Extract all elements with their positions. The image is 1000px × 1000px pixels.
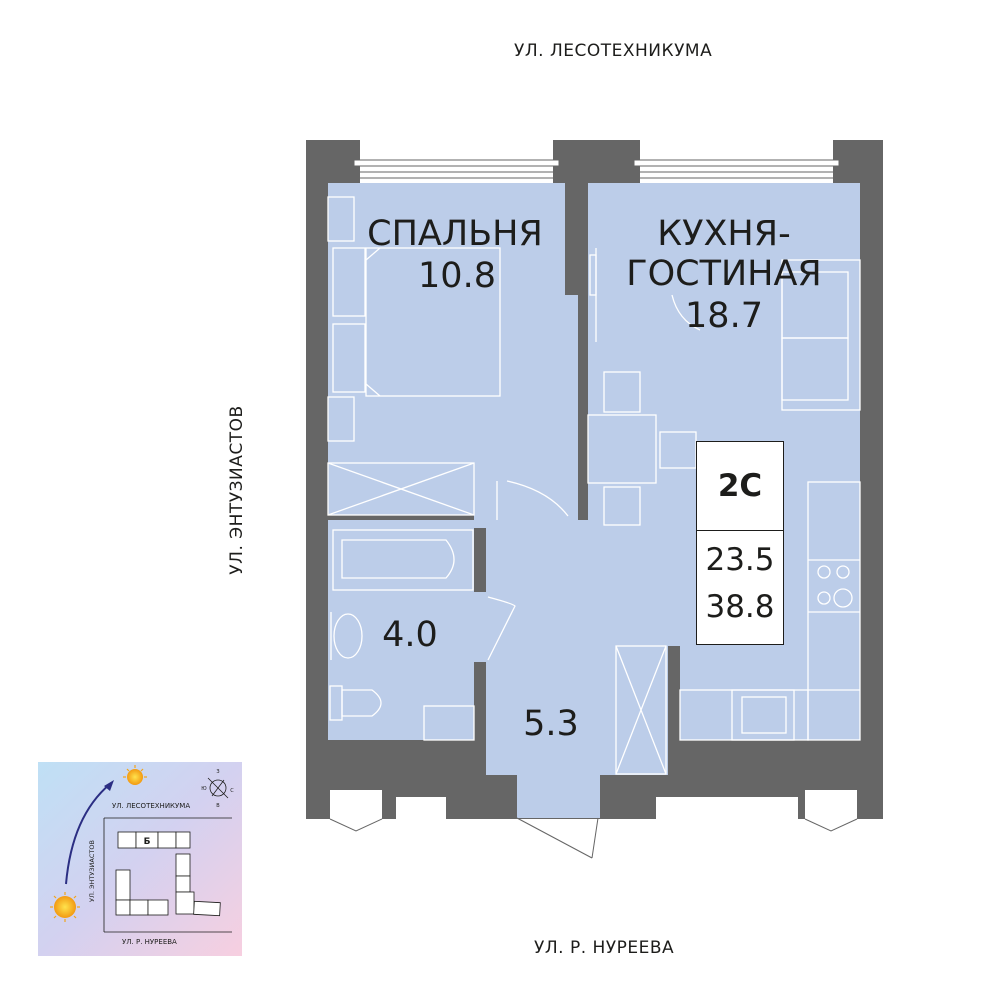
compass-icon (207, 777, 229, 799)
bottom-window-left (329, 790, 446, 832)
apartment-floor (328, 183, 860, 818)
total-area: 38.8 (705, 589, 775, 625)
sun-icon-bottom (50, 892, 80, 922)
mini-buildings (115, 831, 221, 917)
kitchen-area: 18.7 (685, 296, 763, 336)
living-area: 23.5 (705, 542, 775, 578)
compass-w: Ю (201, 786, 207, 792)
mini-street-left: УЛ. ЭНТУЗИАСТОВ (88, 840, 96, 902)
apartment-code: 2С (697, 442, 783, 531)
window-kitchen (633, 140, 840, 183)
kitchen-name-line1: КУХНЯ- (657, 214, 790, 254)
toilet (341, 689, 382, 717)
bathtub (332, 529, 474, 591)
street-bottom-label: УЛ. Р. НУРЕЕВА (534, 938, 675, 958)
bottom-window-right (656, 790, 858, 832)
bathroom-area: 4.0 (382, 615, 438, 655)
compass-e: С (230, 788, 234, 794)
bedroom-name: СПАЛЬНЯ (367, 214, 543, 254)
dining-table (587, 414, 657, 484)
bedroom-area: 10.8 (418, 256, 496, 296)
street-top-label: УЛ. ЛЕСОТЕХНИКУМА (514, 41, 713, 61)
entrance-door (516, 817, 599, 859)
sink (333, 613, 363, 659)
furniture (327, 196, 861, 775)
mini-site-map: З Ю С В УЛ. ЛЕСОТЕХНИКУМА УЛ. Р. НУРЕЕВА… (38, 762, 242, 956)
sun-path-arrow (65, 783, 111, 885)
wardrobe (327, 462, 475, 516)
window-bedroom (353, 140, 560, 183)
bed (365, 247, 501, 397)
hall-wardrobe (615, 645, 667, 775)
mini-map-background (38, 762, 242, 956)
kitchen-name-line2: ГОСТИНАЯ (626, 254, 821, 294)
sun-icon-top (123, 765, 147, 785)
hall-area: 5.3 (523, 704, 579, 744)
mini-street-bottom: УЛ. Р. НУРЕЕВА (122, 938, 177, 946)
kitchen-counter (807, 481, 861, 741)
compass-s: В (216, 803, 220, 809)
apartment-info-box: 2С 23.5 38.8 (696, 441, 784, 645)
mini-section-label: Б (144, 837, 151, 847)
compass-n: З (216, 769, 219, 775)
mini-street-top: УЛ. ЛЕСОТЕХНИКУМА (112, 802, 190, 810)
